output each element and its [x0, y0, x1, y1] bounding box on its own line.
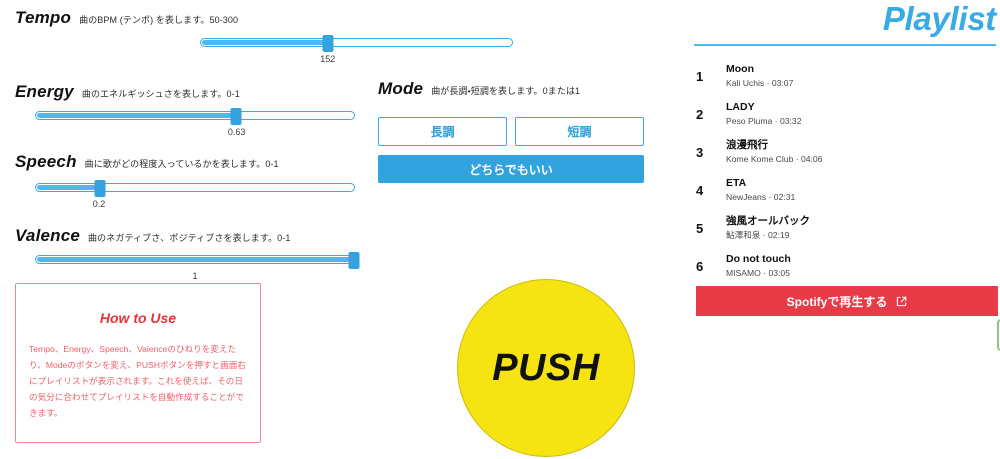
- track-row[interactable]: 6 Do not touch MISAMO · 03:05: [694, 247, 1000, 285]
- track-info: ETA NewJeans · 02:31: [726, 177, 795, 203]
- slider-fill-energy: [37, 113, 238, 118]
- track-title: 強風オールバック: [726, 215, 810, 228]
- track-list: 1 Moon Kali Uchis · 03:07 2 LADY Peso Pl…: [694, 57, 1000, 285]
- slider-fill-valence: [37, 257, 355, 262]
- push-button-label: PUSH: [492, 346, 600, 389]
- param-description-energy: 曲のエネルギッシュさを表します。0-1: [81, 89, 240, 99]
- playlist-divider: [694, 44, 996, 47]
- track-number: 5: [696, 220, 704, 236]
- track-artist-duration: Kali Uchis · 03:07: [726, 78, 794, 89]
- mode-button-major[interactable]: 長調: [378, 117, 507, 146]
- param-block-energy: Energy 曲のエネルギッシュさを表します。0-1: [15, 82, 240, 102]
- mode-button-any[interactable]: どちらでもいい: [378, 155, 644, 183]
- push-button[interactable]: PUSH: [457, 279, 635, 457]
- param-title-valence: Valence: [15, 226, 81, 245]
- param-description-valence: 曲のネガティブさ、ポジティブさを表します。0-1: [88, 233, 291, 243]
- edge-widget-clipped[interactable]: [997, 319, 1000, 351]
- track-info: 強風オールバック 鮎澤和泉 · 02:19: [726, 215, 810, 241]
- slider-track-tempo[interactable]: [200, 35, 513, 52]
- slider-valence[interactable]: 1: [35, 252, 360, 281]
- slider-fill-tempo: [202, 40, 329, 45]
- track-title: Do not touch: [726, 253, 791, 266]
- track-row[interactable]: 1 Moon Kali Uchis · 03:07: [694, 57, 1000, 95]
- slider-thumb-energy[interactable]: [230, 108, 242, 125]
- slider-fill-speech: [37, 185, 101, 190]
- param-block-valence: Valence 曲のネガティブさ、ポジティブさを表します。0-1: [15, 226, 290, 246]
- controls-panel: Tempo 曲のBPM (テンポ) を表します。50-300 152 Energ…: [15, 8, 644, 457]
- how-to-use-card: How to Use Tempo、Energy、Speech、Valenceのひ…: [15, 283, 261, 443]
- param-title-tempo: Tempo: [15, 8, 72, 27]
- slider-speech[interactable]: 0.2: [35, 180, 355, 209]
- slider-tempo[interactable]: 152: [200, 35, 513, 64]
- playlist-title: Playlist: [882, 0, 996, 37]
- slider-value-speech: 0.2: [92, 199, 106, 209]
- slider-thumb-tempo[interactable]: [322, 35, 334, 52]
- slider-track-valence[interactable]: [35, 252, 360, 269]
- track-artist-duration: Peso Pluma · 03:32: [726, 116, 802, 127]
- track-title: ETA: [726, 177, 747, 190]
- param-header-tempo: Tempo 曲のBPM (テンポ) を表します。50-300: [15, 8, 238, 28]
- slider-value-energy: 0.63: [227, 127, 246, 137]
- track-row[interactable]: 2 LADY Peso Pluma · 03:32: [694, 95, 1000, 133]
- slider-track-speech[interactable]: [35, 180, 355, 197]
- track-row[interactable]: 3 浪漫飛行 Kome Kome Club · 04:06: [694, 133, 1000, 171]
- track-number: 3: [696, 144, 704, 160]
- track-info: 浪漫飛行 Kome Kome Club · 04:06: [726, 139, 823, 165]
- param-title-mode: Mode: [378, 79, 424, 98]
- slider-value-valence: 1: [192, 271, 198, 281]
- track-artist-duration: MISAMO · 03:05: [726, 268, 790, 279]
- param-header-speech: Speech 曲に歌がどの程度入っているかを表します。0-1: [15, 152, 279, 172]
- param-description-mode: 曲が長調・短調を表します。0または1: [431, 86, 581, 96]
- track-title: LADY: [726, 101, 755, 114]
- track-row[interactable]: 5 強風オールバック 鮎澤和泉 · 02:19: [694, 209, 1000, 247]
- track-number: 2: [696, 106, 704, 122]
- external-link-icon: [896, 296, 907, 307]
- how-to-use-title: How to Use: [99, 310, 177, 326]
- slider-thumb-valence[interactable]: [348, 252, 360, 269]
- param-header-mode: Mode 曲が長調・短調を表します。0または1: [378, 79, 644, 99]
- track-number: 1: [696, 68, 704, 84]
- spotify-play-button[interactable]: Spotifyで再生する: [696, 286, 998, 316]
- playlist-panel: Playlist 1 Moon Kali Uchis · 03:07 2 LAD…: [694, 0, 1000, 459]
- mode-button-row: 長調 短調: [378, 117, 644, 146]
- spotify-play-label: Spotifyで再生する: [786, 294, 888, 309]
- track-title: 浪漫飛行: [726, 139, 768, 152]
- slider-value-tempo: 152: [320, 54, 336, 64]
- how-to-use-body: Tempo、Energy、Speech、Valenceのひねりを変えたり、Mod…: [29, 344, 246, 418]
- param-header-valence: Valence 曲のネガティブさ、ポジティブさを表します。0-1: [15, 226, 290, 246]
- slider-thumb-speech[interactable]: [94, 180, 106, 197]
- track-info: Do not touch MISAMO · 03:05: [726, 253, 791, 279]
- mode-block: Mode 曲が長調・短調を表します。0または1 長調 短調 どちらでもいい: [378, 79, 644, 183]
- param-block-tempo: Tempo 曲のBPM (テンポ) を表します。50-300: [15, 8, 238, 28]
- param-description-tempo: 曲のBPM (テンポ) を表します。50-300: [79, 15, 239, 25]
- track-info: Moon Kali Uchis · 03:07: [726, 63, 793, 89]
- mode-button-minor[interactable]: 短調: [515, 117, 644, 146]
- track-number: 6: [696, 258, 704, 274]
- track-artist-duration: 鮎澤和泉 · 02:19: [726, 230, 790, 241]
- track-artist-duration: Kome Kome Club · 04:06: [726, 154, 823, 165]
- param-block-speech: Speech 曲に歌がどの程度入っているかを表します。0-1: [15, 152, 279, 172]
- track-row[interactable]: 4 ETA NewJeans · 02:31: [694, 171, 1000, 209]
- track-artist-duration: NewJeans · 02:31: [726, 192, 796, 203]
- param-title-speech: Speech: [15, 152, 77, 171]
- slider-track-energy[interactable]: [35, 108, 355, 125]
- param-description-speech: 曲に歌がどの程度入っているかを表します。0-1: [84, 159, 279, 169]
- slider-energy[interactable]: 0.63: [35, 108, 355, 137]
- track-title: Moon: [726, 63, 754, 76]
- param-header-energy: Energy 曲のエネルギッシュさを表します。0-1: [15, 82, 240, 102]
- param-title-energy: Energy: [15, 82, 74, 101]
- track-number: 4: [696, 182, 704, 198]
- track-info: LADY Peso Pluma · 03:32: [726, 101, 801, 127]
